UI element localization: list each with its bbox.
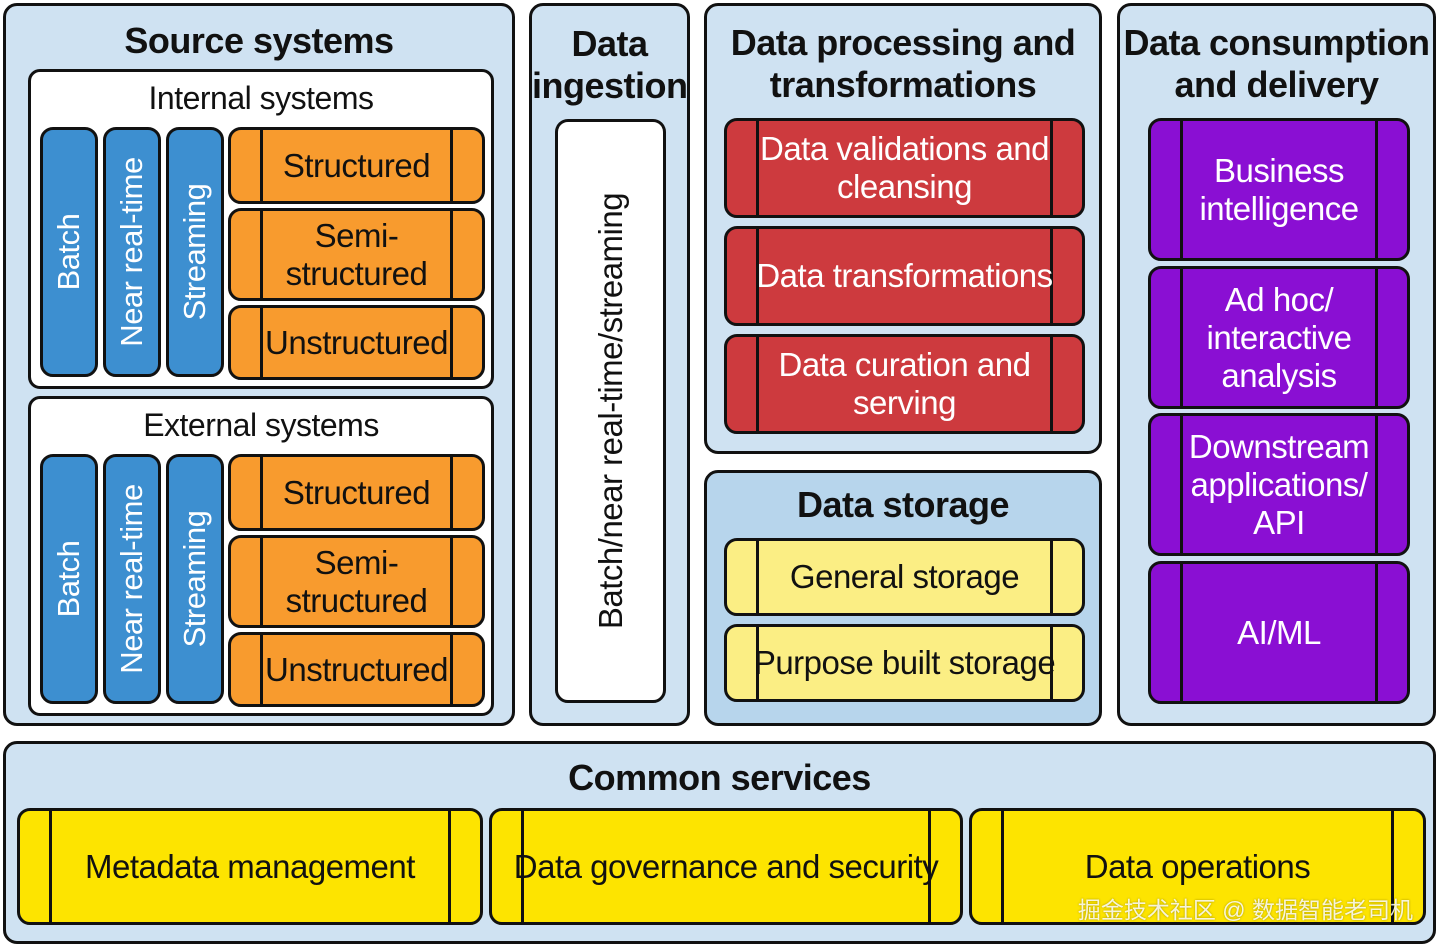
data-operations-label: Data operations	[1084, 847, 1311, 885]
downstream-applications-box: Downstream applications/ API	[1148, 413, 1410, 556]
external-unstructured-label: Unstructured	[265, 650, 448, 688]
general-storage-box: General storage	[724, 538, 1085, 616]
ai-ml-box: AI/ML	[1148, 561, 1410, 704]
internal-structured-label: Structured	[282, 146, 431, 184]
internal-streaming-pill: Streaming	[166, 127, 224, 377]
metadata-management-box: Metadata management	[17, 808, 483, 925]
ad-hoc-analysis-box: Ad hoc/ interactive analysis	[1148, 266, 1410, 409]
internal-near-real-time-pill: Near real-time	[103, 127, 161, 377]
source-systems-title: Source systems	[124, 20, 394, 61]
external-batch-label: Batch	[51, 540, 86, 618]
external-systems-title: External systems	[143, 407, 379, 443]
external-semi-structured-box: Semi- structured	[228, 535, 485, 628]
ai-ml-label: AI/ML	[1237, 613, 1321, 651]
external-near-real-time-label: Near real-time	[114, 484, 149, 674]
internal-batch-pill: Batch	[40, 127, 98, 377]
data-consumption-title: Data consumption and delivery	[1123, 22, 1430, 105]
data-transformations-box: Data transformations	[724, 226, 1085, 326]
data-governance-label: Data governance and security	[513, 847, 939, 885]
metadata-management-label: Metadata management	[85, 847, 415, 885]
purpose-built-storage-box: Purpose built storage	[724, 624, 1085, 702]
internal-semi-structured-label: Semi- structured	[285, 216, 428, 292]
source-systems-panel: Source systems Internal systems Batch Ne…	[3, 3, 515, 726]
data-curation-box: Data curation and serving	[724, 334, 1085, 434]
data-ingestion-panel: Data ingestion Batch/near real-time/stre…	[529, 3, 690, 726]
data-consumption-panel: Data consumption and delivery Business i…	[1117, 3, 1436, 726]
data-governance-box: Data governance and security	[489, 808, 963, 925]
external-batch-pill: Batch	[40, 454, 98, 704]
internal-unstructured-box: Unstructured	[228, 305, 485, 380]
data-operations-box: Data operations	[969, 808, 1426, 925]
internal-streaming-label: Streaming	[177, 183, 212, 321]
ingestion-bar: Batch/near real-time/streaming	[555, 119, 666, 703]
downstream-applications-label: Downstream applications/ API	[1188, 427, 1370, 541]
internal-systems-title: Internal systems	[148, 80, 374, 116]
external-structured-box: Structured	[228, 454, 485, 531]
business-intelligence-label: Business intelligence	[1199, 151, 1359, 227]
data-ingestion-title: Data ingestion	[532, 23, 688, 106]
data-transformations-label: Data transformations	[756, 257, 1053, 294]
external-streaming-pill: Streaming	[166, 454, 224, 704]
data-validations-box: Data validations and cleansing	[724, 118, 1085, 218]
external-systems-box: External systems Batch Near real-time St…	[28, 396, 494, 716]
external-structured-label: Structured	[282, 473, 431, 511]
data-processing-panel: Data processing and transformations Data…	[704, 3, 1102, 454]
business-intelligence-box: Business intelligence	[1148, 118, 1410, 261]
data-storage-panel: Data storage General storage Purpose bui…	[704, 470, 1102, 726]
external-semi-structured-label: Semi- structured	[285, 543, 428, 619]
internal-systems-box: Internal systems Batch Near real-time St…	[28, 69, 494, 389]
internal-near-real-time-label: Near real-time	[114, 157, 149, 347]
external-streaming-label: Streaming	[177, 510, 212, 648]
internal-structured-box: Structured	[228, 127, 485, 204]
ingestion-bar-label: Batch/near real-time/streaming	[591, 192, 629, 630]
common-services-panel: Common services Metadata management Data…	[3, 741, 1436, 944]
data-validations-label: Data validations and cleansing	[759, 130, 1050, 205]
ad-hoc-analysis-label: Ad hoc/ interactive analysis	[1206, 280, 1352, 394]
data-storage-title: Data storage	[796, 484, 1010, 525]
watermark-text: 掘金技术社区 @ 数据智能老司机	[1077, 897, 1413, 923]
external-unstructured-box: Unstructured	[228, 632, 485, 707]
data-curation-label: Data curation and serving	[778, 346, 1031, 421]
general-storage-label: General storage	[789, 558, 1020, 595]
internal-semi-structured-box: Semi- structured	[228, 208, 485, 301]
data-processing-title: Data processing and transformations	[730, 22, 1076, 105]
internal-batch-label: Batch	[51, 213, 86, 291]
purpose-built-storage-label: Purpose built storage	[753, 644, 1056, 681]
internal-unstructured-label: Unstructured	[265, 323, 448, 361]
common-services-title: Common services	[568, 757, 871, 798]
external-near-real-time-pill: Near real-time	[103, 454, 161, 704]
